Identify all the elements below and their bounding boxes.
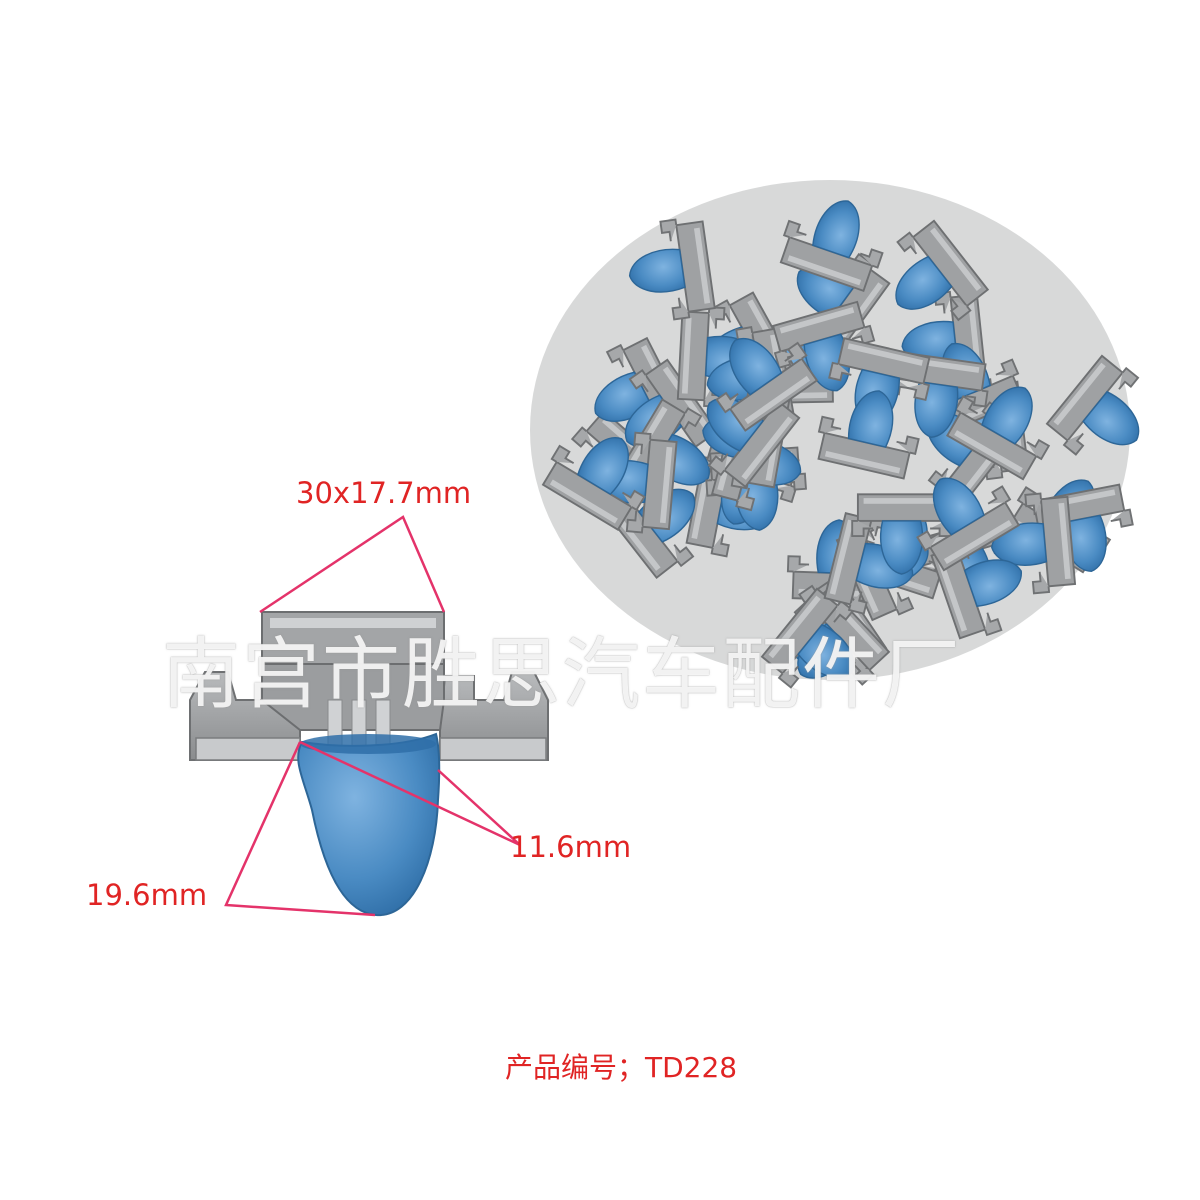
product-code: 产品编号；TD228: [505, 1051, 738, 1084]
watermark-text: 南宫市胜思汽车配件厂: [162, 630, 963, 720]
dimension-lines: [224, 515, 521, 917]
dimension-label-length: 19.6mm: [86, 878, 208, 912]
dimension-label-collar: 11.6mm: [510, 830, 632, 864]
clip-pile-photo: [530, 180, 1169, 713]
single-clip-photo: [189, 611, 549, 917]
dimension-label-overall: 30x17.7mm: [296, 476, 472, 510]
